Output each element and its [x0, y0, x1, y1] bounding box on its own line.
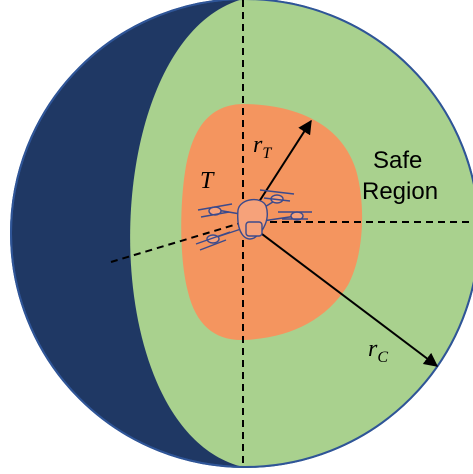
r-t-label: rT [253, 132, 272, 162]
quadcopter-icon [195, 189, 312, 251]
r-c-label: rC [368, 336, 388, 366]
r-c-arrow [245, 221, 439, 367]
safe-region-label-line1: Safe [373, 147, 422, 174]
safe-region-label-line2: Region [362, 178, 438, 205]
target-label: T [200, 168, 215, 194]
